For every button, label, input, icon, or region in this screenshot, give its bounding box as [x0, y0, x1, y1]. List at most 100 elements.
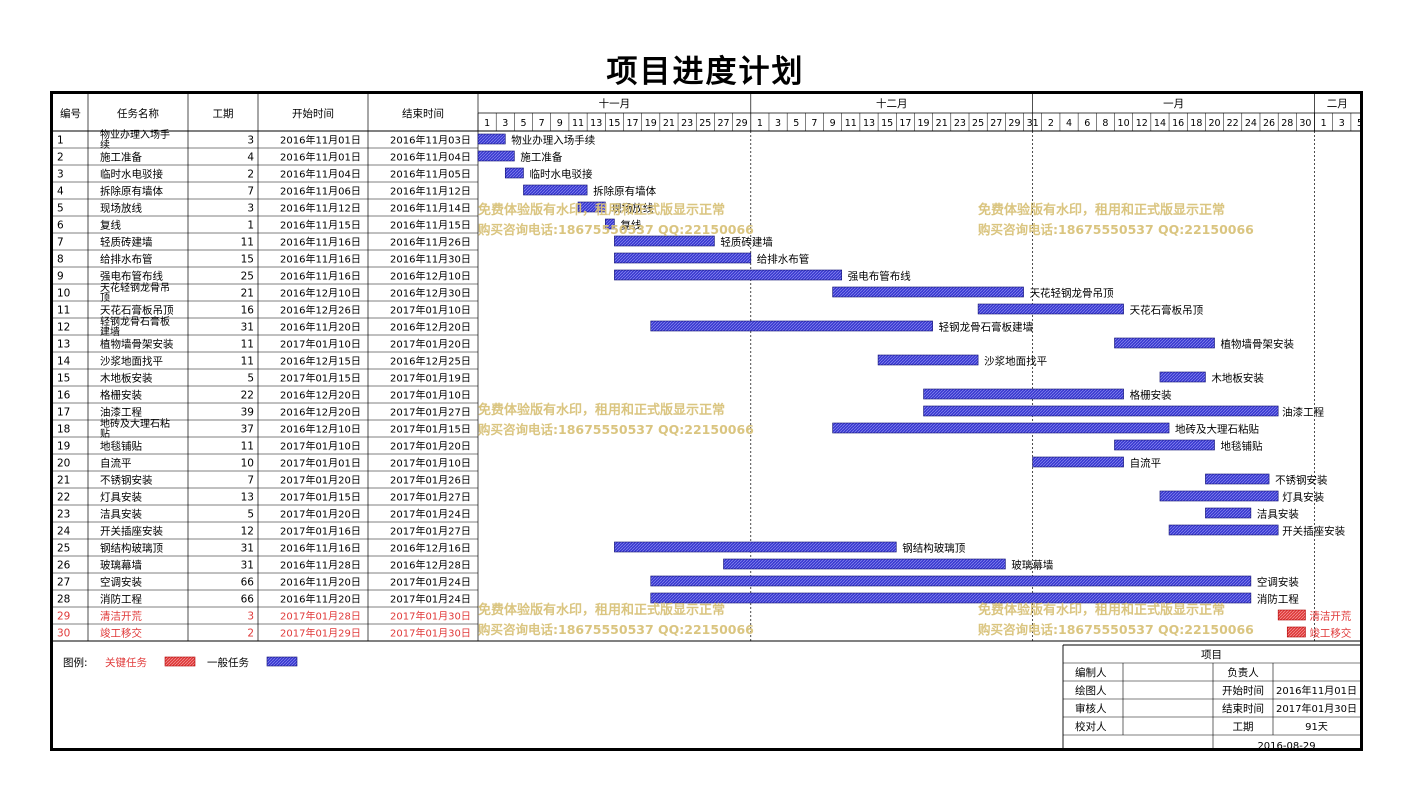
task-name: 竣工移交: [100, 627, 142, 640]
task-name: 给排水布管: [100, 253, 153, 266]
task-id: 13: [57, 339, 70, 351]
info-key: 编制人: [1075, 666, 1107, 679]
task-id: 27: [57, 577, 70, 589]
task-start: 2016年11月20日: [280, 593, 361, 606]
day-label: 1: [484, 118, 490, 129]
legend-critical-label: 关键任务: [105, 656, 147, 669]
watermark-text: 购买咨询电话:18675550537 QQ:22150066: [478, 622, 754, 637]
day-label: 19: [917, 118, 929, 129]
task-duration: 3: [247, 611, 254, 623]
task-duration: 31: [241, 560, 254, 572]
task-name: 玻璃幕墙: [100, 559, 142, 572]
task-bar: [614, 541, 897, 553]
day-label: 6: [1084, 118, 1090, 129]
task-name: 消防工程: [100, 593, 142, 606]
task-id: 26: [57, 560, 71, 572]
task-duration: 66: [241, 577, 255, 589]
task-id: 23: [57, 509, 70, 521]
day-label: 17: [899, 118, 911, 129]
task-duration: 15: [241, 254, 254, 266]
day-label: 1: [757, 118, 763, 129]
task-duration: 11: [241, 339, 254, 351]
task-name: 地砖及大理石粘: [100, 417, 170, 430]
task-name: 地毯铺贴: [100, 440, 142, 453]
bar-label: 竣工移交: [1309, 627, 1351, 640]
day-label: 3: [502, 118, 508, 129]
task-end: 2017年01月20日: [390, 338, 471, 351]
day-label: 12: [1136, 118, 1148, 129]
task-name: 沙浆地面找平: [100, 355, 163, 368]
day-label: 5: [520, 118, 526, 129]
task-id: 11: [57, 305, 70, 317]
task-end: 2016年12月30日: [390, 287, 471, 300]
task-id: 24: [57, 526, 71, 538]
bar-label: 轻质砖建墙: [720, 236, 773, 249]
day-label: 2: [1048, 118, 1054, 129]
task-id: 2: [57, 152, 64, 164]
task-bar: [477, 133, 506, 145]
day-label: 25: [699, 118, 711, 129]
task-end: 2017年01月30日: [390, 610, 471, 623]
task-bar: [577, 201, 606, 213]
task-name: 贴: [100, 427, 110, 440]
task-duration: 10: [241, 458, 254, 470]
task-name: 格栅安装: [100, 389, 142, 402]
task-end: 2017年01月27日: [390, 491, 471, 504]
task-duration: 37: [241, 424, 254, 436]
info-box-header: 项目: [1201, 649, 1222, 661]
task-name: 天花轻钢龙骨吊: [100, 281, 170, 294]
task-id: 7: [57, 237, 64, 249]
task-id: 3: [57, 169, 64, 181]
task-bar: [650, 320, 933, 332]
task-bar: [650, 575, 1252, 587]
task-id: 19: [57, 441, 70, 453]
bar-label: 天花轻钢龙骨吊顶: [1030, 287, 1114, 300]
task-id: 25: [57, 543, 70, 555]
task-name: 灯具安装: [100, 491, 142, 504]
watermark-text: 免费体验版有水印，租用和正式版显示正常: [978, 202, 1225, 218]
task-start: 2016年12月26日: [280, 304, 361, 317]
task-end: 2016年12月25日: [390, 355, 471, 368]
task-end: 2017年01月27日: [390, 525, 471, 538]
task-start: 2017年01月10日: [280, 440, 361, 453]
info-key: 校对人: [1075, 720, 1107, 733]
task-end: 2017年01月10日: [390, 304, 471, 317]
task-name: 清洁开荒: [100, 610, 142, 623]
task-id: 12: [57, 322, 70, 334]
bar-label: 物业办理入场手续: [511, 134, 595, 147]
task-start: 2016年11月28日: [280, 559, 361, 572]
task-duration: 21: [241, 288, 254, 300]
bar-label: 天花石膏板吊顶: [1130, 304, 1204, 317]
task-start: 2017年01月16日: [280, 525, 361, 538]
month-label: 一月: [1163, 98, 1184, 110]
info-value: 2016年11月01日: [1276, 684, 1357, 697]
task-bar: [723, 558, 1006, 570]
task-name: 木地板安装: [100, 372, 153, 385]
task-start: 2016年11月20日: [280, 321, 361, 334]
task-name: 钢结构玻璃顶: [100, 542, 163, 555]
task-duration: 66: [241, 594, 255, 606]
task-id: 28: [57, 594, 70, 606]
bar-label: 给排水布管: [757, 253, 810, 266]
task-bar: [523, 184, 588, 196]
task-duration: 12: [241, 526, 254, 538]
task-start: 2017年01月28日: [280, 610, 361, 623]
task-end: 2017年01月10日: [390, 389, 471, 402]
day-label: 26: [1263, 118, 1275, 129]
task-bar: [504, 167, 524, 179]
task-start: 2016年11月16日: [280, 236, 361, 249]
task-start: 2017年01月15日: [280, 372, 361, 385]
task-name: 拆除原有墙体: [100, 185, 163, 198]
task-end: 2016年11月03日: [390, 134, 471, 147]
watermark-text: 购买咨询电话:18675550537 QQ:22150066: [978, 222, 1254, 237]
task-start: 2016年11月16日: [280, 270, 361, 283]
day-label: 21: [936, 118, 948, 129]
task-start: 2017年01月20日: [280, 508, 361, 521]
bar-label: 消防工程: [1257, 593, 1299, 606]
task-id: 4: [57, 186, 64, 198]
task-id: 30: [57, 628, 70, 640]
day-label: 5: [793, 118, 799, 129]
bar-label: 自流平: [1130, 457, 1162, 470]
task-duration: 11: [241, 356, 254, 368]
info-key: 开始时间: [1222, 684, 1264, 697]
